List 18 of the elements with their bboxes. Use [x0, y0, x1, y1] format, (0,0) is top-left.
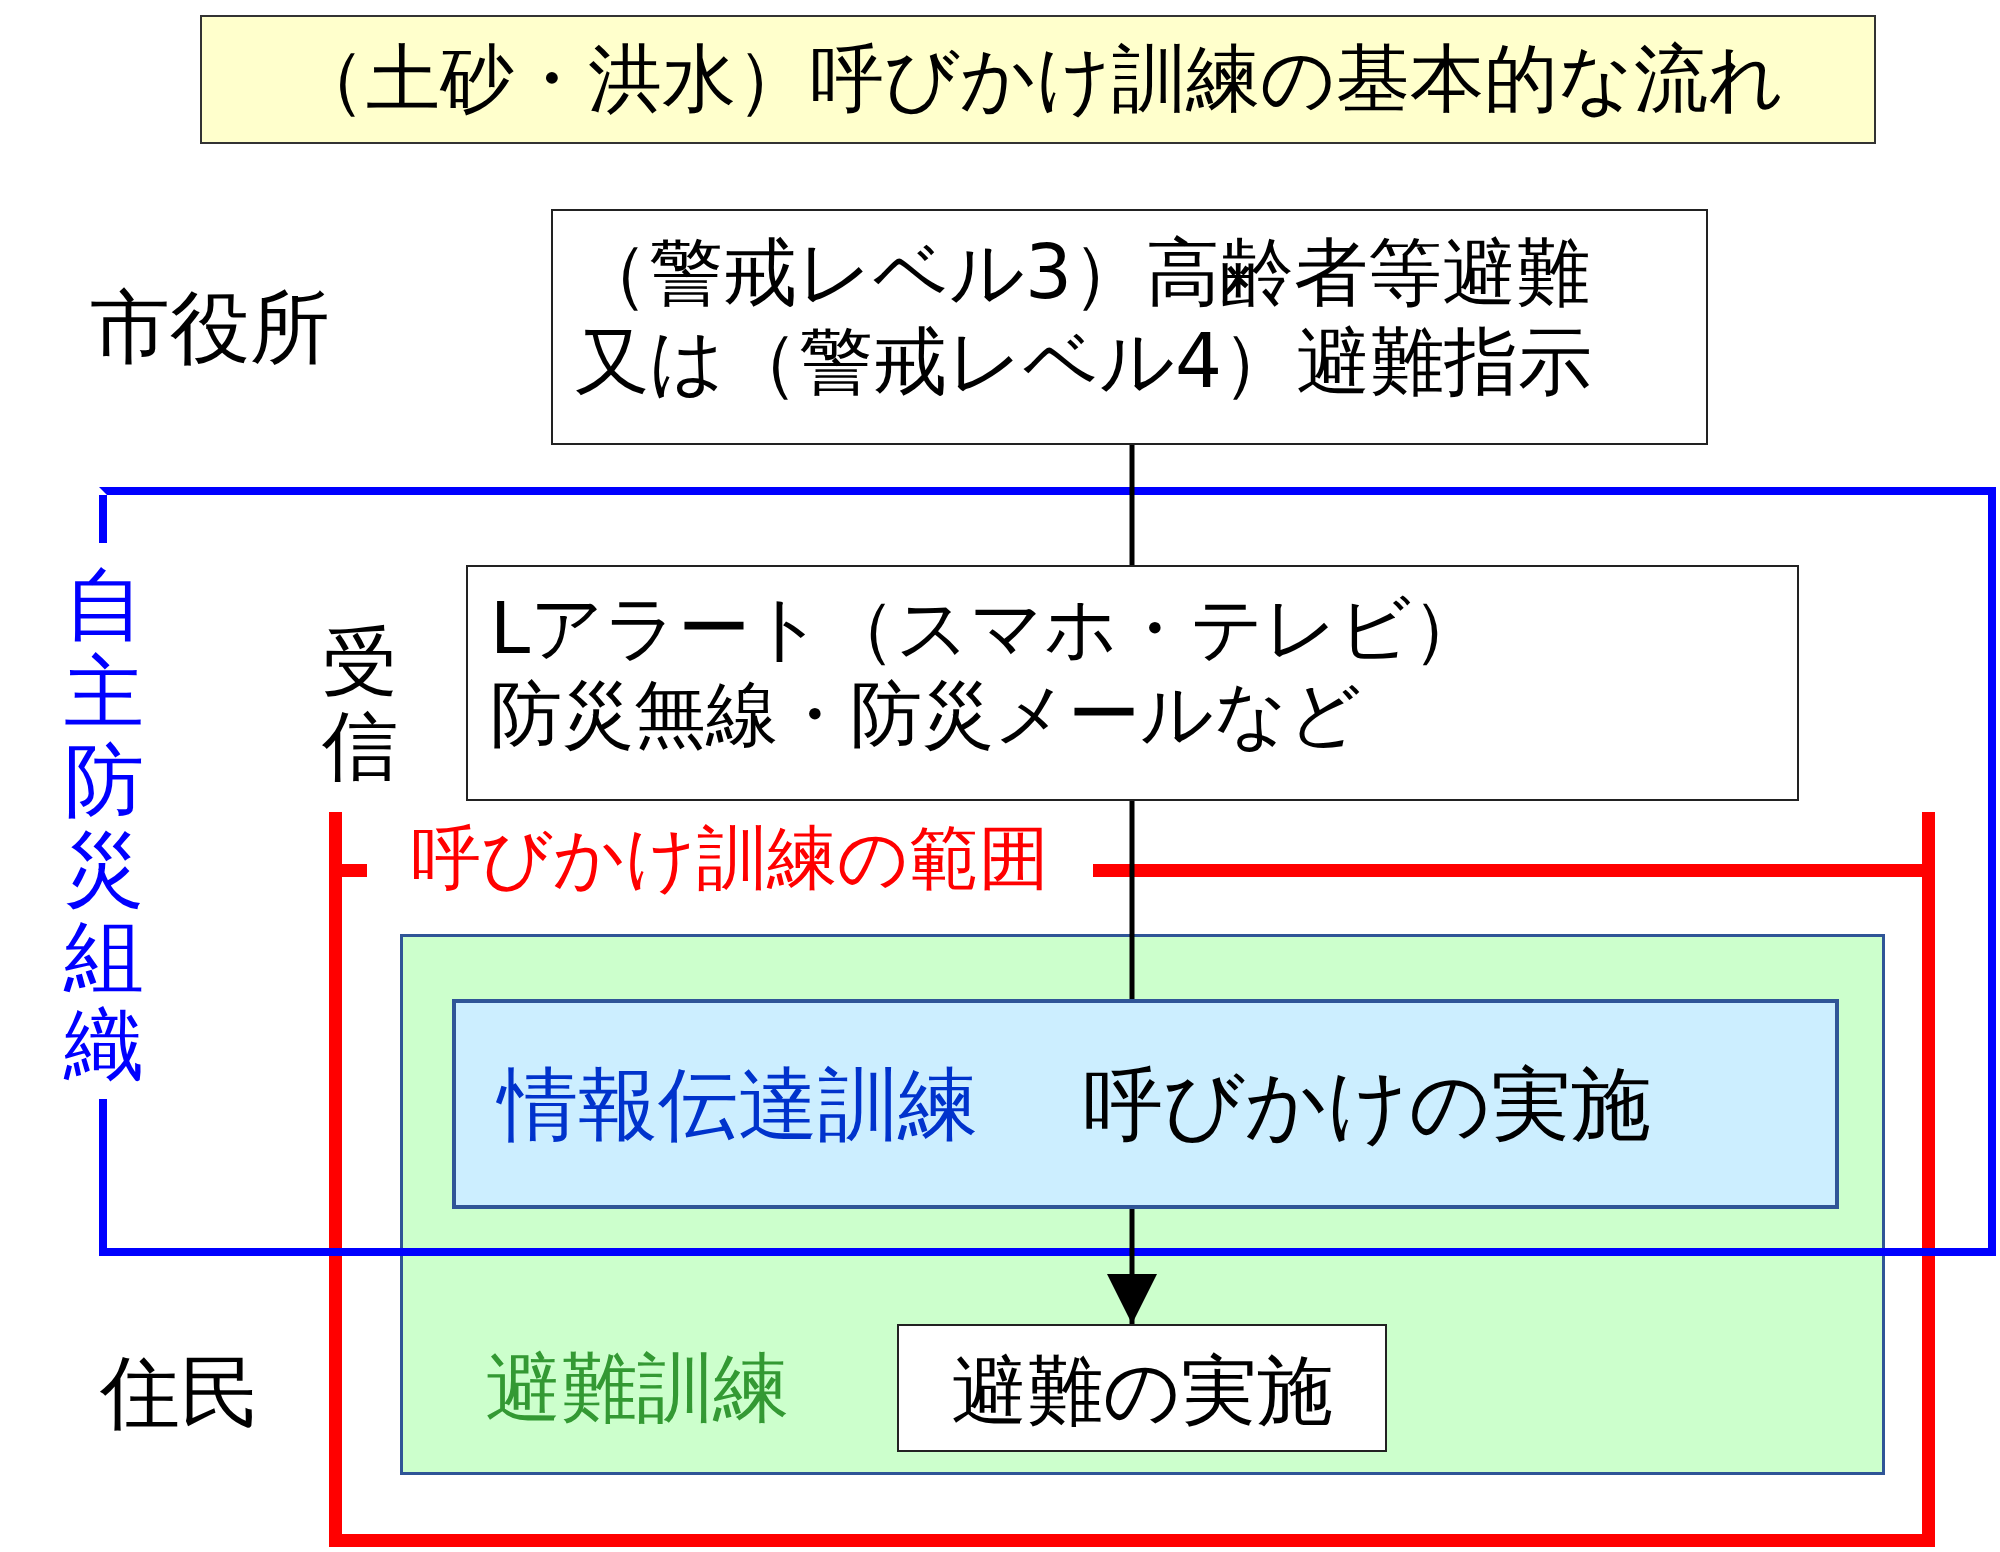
process-box	[897, 1324, 1387, 1452]
process-box	[551, 209, 1708, 445]
region-label: 避難訓練	[485, 1342, 790, 1434]
row-label: 市役所	[90, 280, 331, 376]
box-text: （警戒レベル3）高齢者等避難又は（警戒レベル4）避難指示	[575, 228, 1594, 406]
process-box	[466, 565, 1799, 801]
title-box: （土砂・洪水）呼びかけ訓練の基本的な流れ	[200, 15, 1876, 144]
box-text: Lアラート（スマホ・テレビ）防災無線・防災メールなど	[490, 585, 1486, 758]
arrow	[1107, 1209, 1157, 1324]
row-label: 受信	[321, 620, 399, 788]
box-text: 呼びかけの実施	[1083, 1057, 1652, 1153]
box-heading: 情報伝達訓練	[498, 1057, 979, 1153]
frame-label: 呼びかけ訓練の範囲	[410, 816, 1050, 901]
box-text: 避難の実施	[950, 1345, 1334, 1437]
process-box	[452, 999, 1839, 1209]
connector-line	[1129, 445, 1135, 565]
row-label: 住民	[100, 1345, 261, 1441]
connector-line	[1129, 801, 1135, 999]
